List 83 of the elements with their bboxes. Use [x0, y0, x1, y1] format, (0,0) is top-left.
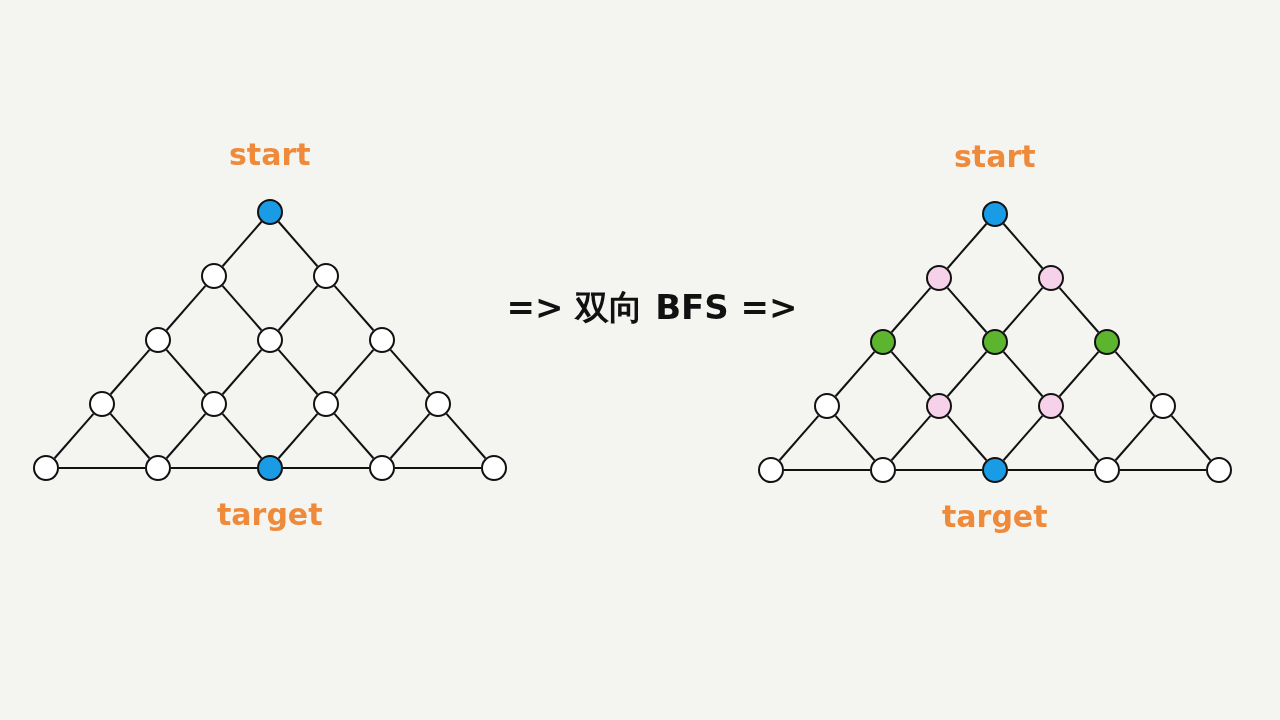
connector-line	[783, 469, 871, 471]
circle-node	[481, 455, 507, 481]
connector-line	[1114, 350, 1156, 398]
connector-line	[890, 414, 932, 462]
connector-line	[1058, 286, 1100, 334]
circle-node	[982, 329, 1008, 355]
circle-node	[313, 391, 339, 417]
connector-line	[109, 348, 151, 396]
connector-line	[1002, 414, 1044, 462]
circle-node	[1206, 457, 1232, 483]
transition-text: => 双向 BFS =>	[506, 290, 798, 324]
circle-node	[257, 327, 283, 353]
circle-node	[870, 329, 896, 355]
circle-node	[1094, 457, 1120, 483]
connector-line	[389, 348, 431, 396]
node-caption: target	[217, 500, 323, 530]
circle-node	[33, 455, 59, 481]
connector-line	[778, 414, 820, 462]
circle-node	[201, 391, 227, 417]
connector-line	[1002, 350, 1044, 398]
connector-line	[1114, 414, 1156, 462]
connector-line	[221, 220, 263, 268]
connector-line	[221, 284, 263, 332]
circle-node	[369, 327, 395, 353]
connector-line	[333, 348, 375, 396]
circle-node	[1094, 329, 1120, 355]
connector-line	[1058, 414, 1100, 462]
connector-line	[53, 412, 95, 460]
connector-line	[277, 220, 319, 268]
connector-line	[221, 412, 263, 460]
circle-node	[982, 457, 1008, 483]
circle-node	[425, 391, 451, 417]
node-caption: start	[229, 140, 311, 170]
circle-node	[1038, 393, 1064, 419]
connector-line	[946, 350, 988, 398]
connector-line	[946, 222, 988, 270]
connector-line	[1058, 350, 1100, 398]
connector-line	[277, 284, 319, 332]
connector-line	[277, 412, 319, 460]
connector-line	[1002, 222, 1044, 270]
circle-node	[870, 457, 896, 483]
circle-node	[758, 457, 784, 483]
connector-line	[1170, 414, 1212, 462]
connector-line	[165, 348, 207, 396]
circle-node	[257, 455, 283, 481]
circle-node	[1038, 265, 1064, 291]
connector-line	[1002, 286, 1044, 334]
connector-line	[834, 350, 876, 398]
circle-node	[257, 199, 283, 225]
connector-line	[946, 286, 988, 334]
node-caption: start	[954, 142, 1036, 172]
circle-node	[369, 455, 395, 481]
circle-node	[926, 265, 952, 291]
connector-line	[890, 350, 932, 398]
connector-line	[165, 412, 207, 460]
connector-line	[389, 412, 431, 460]
connector-line	[333, 412, 375, 460]
connector-line	[834, 414, 876, 462]
connector-line	[1119, 469, 1207, 471]
connector-line	[282, 467, 370, 469]
circle-node	[145, 327, 171, 353]
connector-line	[221, 348, 263, 396]
circle-node	[814, 393, 840, 419]
circle-node	[201, 263, 227, 289]
connector-line	[333, 284, 375, 332]
node-caption: target	[942, 502, 1048, 532]
circle-node	[313, 263, 339, 289]
connector-line	[109, 412, 151, 460]
connector-line	[394, 467, 482, 469]
connector-line	[165, 284, 207, 332]
connector-line	[1007, 469, 1095, 471]
circle-node	[1150, 393, 1176, 419]
connector-line	[58, 467, 146, 469]
connector-line	[445, 412, 487, 460]
connector-line	[895, 469, 983, 471]
connector-line	[890, 286, 932, 334]
connector-line	[170, 467, 258, 469]
circle-node	[982, 201, 1008, 227]
circle-node	[89, 391, 115, 417]
connector-line	[946, 414, 988, 462]
connector-line	[277, 348, 319, 396]
circle-node	[926, 393, 952, 419]
circle-node	[145, 455, 171, 481]
